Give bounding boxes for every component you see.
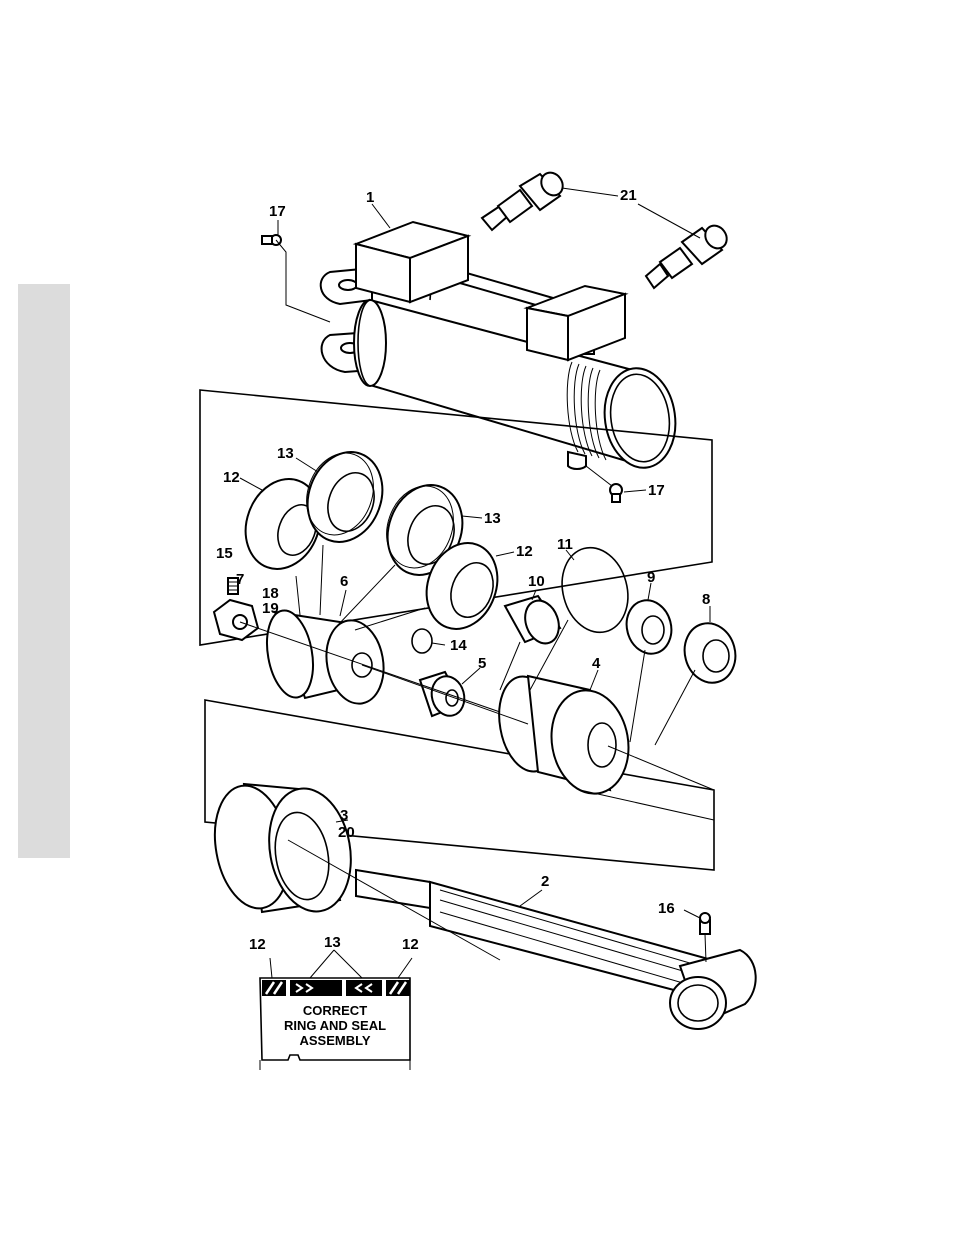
check-valve-upper: [482, 168, 567, 230]
callout-3: 3: [340, 807, 348, 824]
callout-5: 5: [478, 655, 486, 672]
end-cap: [206, 780, 360, 918]
grease-fitting-bottom: [586, 466, 622, 502]
inset-text-line1: CORRECT: [303, 1003, 367, 1018]
callout-10: 10: [528, 573, 545, 590]
valve-block-left: [356, 222, 468, 302]
callout-7: 7: [236, 571, 244, 588]
bushing: [505, 596, 565, 648]
cylinder-barrel: [321, 268, 682, 472]
callout-16: 16: [658, 900, 675, 917]
callout-17-top: 17: [269, 203, 286, 220]
callout-20: 20: [338, 824, 355, 841]
grease-fitting-top: [262, 235, 330, 322]
lock-nut: [214, 600, 258, 640]
callout-12-inset-right: 12: [402, 936, 419, 953]
spacer: [420, 672, 469, 719]
callout-12-left: 12: [223, 469, 240, 486]
callout-14: 14: [450, 637, 467, 654]
callout-19: 19: [262, 600, 279, 617]
callout-13-middle: 13: [484, 510, 501, 527]
gland: [492, 672, 636, 800]
callout-13-upper: 13: [277, 445, 294, 462]
callout-15: 15: [216, 545, 233, 562]
callout-21: 21: [620, 187, 637, 204]
callout-2: 2: [541, 873, 549, 890]
rod-wiper: [678, 618, 742, 689]
callout-9: 9: [647, 569, 655, 586]
callout-13-inset: 13: [324, 934, 341, 951]
callout-11: 11: [557, 536, 573, 553]
inset-text-line3: ASSEMBLY: [299, 1033, 370, 1048]
callout-12-right: 12: [516, 543, 533, 560]
callout-4: 4: [592, 655, 601, 672]
callout-12-inset-left: 12: [249, 936, 266, 953]
callout-17-bottom: 17: [648, 482, 665, 499]
rod-seal: [621, 595, 677, 659]
callout-6: 6: [340, 573, 348, 590]
callout-1: 1: [366, 189, 374, 206]
inset-text-line2: RING AND SEAL: [284, 1018, 386, 1033]
inset-ring-seal-assembly: CORRECT RING AND SEAL ASSEMBLY: [260, 950, 412, 1070]
piston: [261, 607, 390, 708]
callout-8: 8: [702, 591, 710, 608]
o-ring-small: [412, 629, 432, 653]
